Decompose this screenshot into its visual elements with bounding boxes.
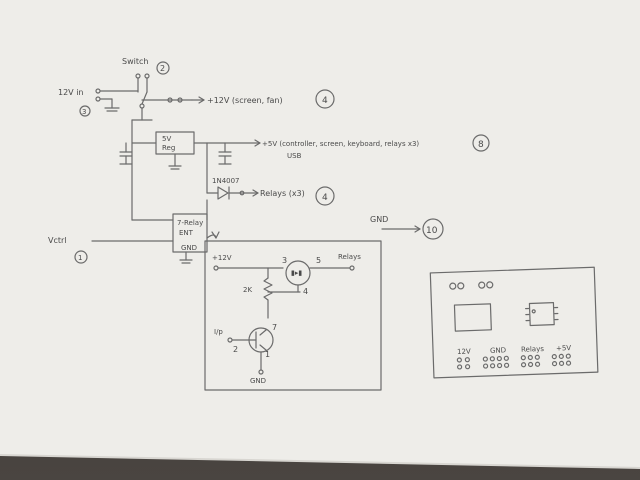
board-5v-label: +5V [556,344,572,353]
board-relays-label: Relays [521,345,544,354]
detail-relays-label: Relays [338,253,361,261]
gnd-output: GND 10 [370,215,444,240]
driver-detail-diagram: +12V 3 ▮▸▮ 5 Relays 4 2K 7 I/p 2 1 GND [204,240,382,391]
svg-text:▮▸▮: ▮▸▮ [291,269,302,277]
output-5v-number: 8 [478,140,484,150]
detail-input-label: I/p [214,328,223,336]
gnd-output-number: 10 [426,226,438,236]
board-12v-label: 12V [457,348,471,356]
detail-pin4-label: 4 [303,287,308,296]
regulator-label-1: 5V [162,135,171,143]
paper-sheet [0,0,640,468]
detail-resistor-label: 2K [243,286,252,294]
switch-number: 2 [160,64,165,73]
vctrl-label: Vctrl [48,236,67,245]
output-5v-usb-label: USB [287,152,302,160]
regulator-section: 5V Reg +5V (controller, screen, keyboard… [119,107,490,221]
ic-label-1: 7-Relay [177,219,203,227]
input-12v-label: 12V in [58,88,84,97]
vctrl-number: 1 [78,254,82,262]
detail-pin5-label: 5 [316,256,321,265]
relays-output-number: 4 [322,193,328,203]
gnd-output-label: GND [370,215,388,224]
ic-label-2: ENT [179,229,194,237]
detail-plus12-label: +12V [212,254,232,262]
detail-pin1-label: 1 [265,350,270,359]
ic-label-3: GND [181,244,197,252]
detail-pin2-label: 2 [233,345,238,354]
relays-output-label: Relays (x3) [260,189,305,198]
input-12v-number: 3 [82,108,86,116]
board-layout-sketch: 12V GND Relays +5V [429,266,599,379]
output-12v-label: +12V (screen, fan) [207,96,283,105]
relay-driver-ic: 7-Relay ENT GND Vctrl 1 [48,213,220,264]
output-5v-label: +5V (controller, screen, keyboard, relay… [262,140,419,148]
regulator-label-2: Reg [162,144,175,152]
detail-pin3-label: 3 [282,256,287,265]
power-input-section: Switch 2 12V in 3 +12V (screen, fan) 4 [58,57,335,117]
board-gnd-label: GND [490,346,506,355]
diode-label: 1N4007 [212,177,240,185]
switch-label: Switch [122,57,148,66]
detail-gnd-label: GND [250,377,266,385]
detail-pin7-label: 7 [272,323,277,332]
output-12v-number: 4 [322,96,328,106]
